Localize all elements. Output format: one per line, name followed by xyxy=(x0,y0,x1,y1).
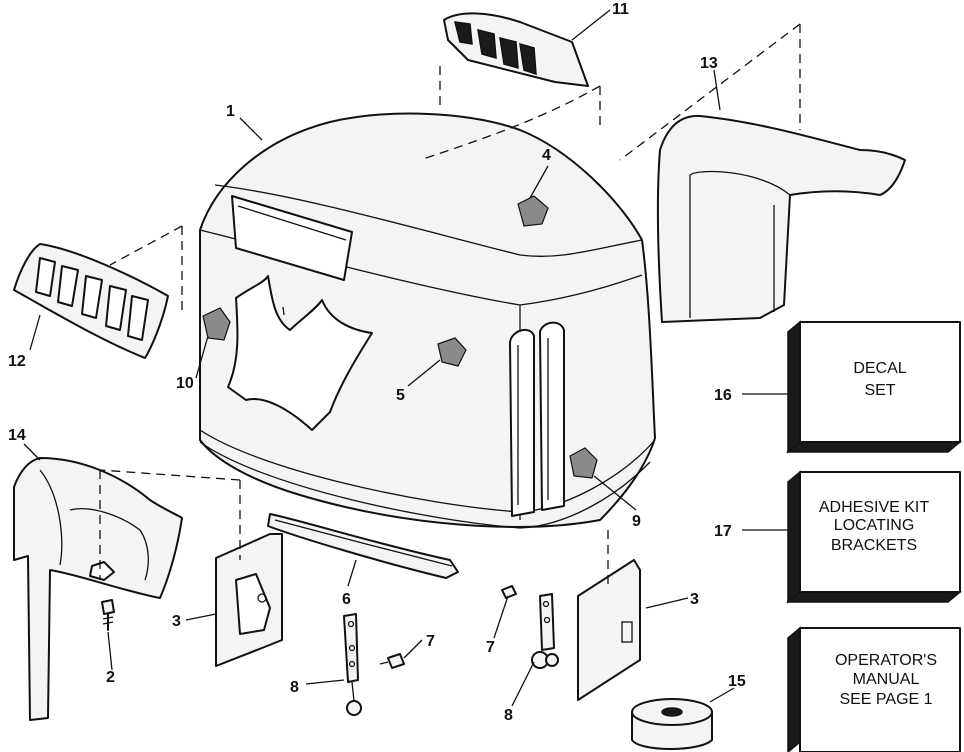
callout-1: 1 xyxy=(226,103,235,120)
manual-box-line-2: MANUAL xyxy=(853,671,920,688)
callout-3-right: 3 xyxy=(690,591,699,608)
felt-pad-5 xyxy=(437,337,467,367)
callout-9: 9 xyxy=(632,513,641,530)
adhesive-box-line-1: ADHESIVE KIT xyxy=(819,499,929,516)
callout-16: 16 xyxy=(714,387,732,404)
screw-part-7-left xyxy=(379,653,405,669)
rear-cover-part-13 xyxy=(656,114,906,323)
callout-10: 10 xyxy=(176,375,194,392)
round-pad-part-15 xyxy=(631,698,713,750)
callout-8-left: 8 xyxy=(290,679,299,696)
assembly-dashed-lines xyxy=(99,23,801,590)
decal-box-line-1: DECAL xyxy=(853,360,906,377)
callout-11: 11 xyxy=(612,1,629,18)
adhesive-kit-box: ADHESIVE KIT LOCATING BRACKETS xyxy=(785,470,963,604)
felt-pad-4 xyxy=(517,195,549,227)
intake-grille-part-11 xyxy=(443,12,589,87)
callout-2: 2 xyxy=(106,669,115,686)
adhesive-box-line-2: LOCATING xyxy=(834,517,915,534)
leader-lines xyxy=(23,9,788,707)
callout-7-right: 7 xyxy=(486,639,495,656)
callout-14: 14 xyxy=(8,427,26,444)
callout-12: 12 xyxy=(8,353,26,370)
screw-part-7-right xyxy=(501,585,517,609)
callout-15: 15 xyxy=(728,673,746,690)
decal-set-box: DECAL SET xyxy=(785,320,963,454)
seal-strip-part-6 xyxy=(267,513,459,579)
lower-cover-part-14 xyxy=(13,457,183,721)
screw-part-2 xyxy=(101,599,115,631)
engine-cover-part-1 xyxy=(199,112,656,529)
callout-numbers: 1 11 13 4 5 10 12 9 14 3 2 6 7 7 8 8 3 1… xyxy=(8,1,746,724)
felt-pad-10 xyxy=(202,307,231,341)
callout-13: 13 xyxy=(700,55,718,72)
operators-manual-box: OPERATOR'S MANUAL SEE PAGE 1 xyxy=(787,626,961,752)
manual-box-line-1: OPERATOR'S xyxy=(835,652,937,669)
felt-pad-9 xyxy=(569,447,598,479)
callout-5: 5 xyxy=(396,387,405,404)
callout-6: 6 xyxy=(342,591,351,608)
callout-4: 4 xyxy=(542,147,551,164)
callout-17: 17 xyxy=(714,523,732,540)
bracket-plate-part-3-left xyxy=(215,533,283,667)
callout-7-left: 7 xyxy=(426,633,435,650)
decal-box-line-2: SET xyxy=(864,382,895,399)
callout-3-left: 3 xyxy=(172,613,181,630)
manual-box-line-3: SEE PAGE 1 xyxy=(839,691,932,708)
callout-8-right: 8 xyxy=(504,707,513,724)
latch-bracket-part-8-left xyxy=(343,613,362,716)
side-grille-part-12 xyxy=(13,243,169,359)
adhesive-box-line-3: BRACKETS xyxy=(831,537,917,554)
latch-bracket-part-8-right xyxy=(531,593,559,669)
bracket-plate-part-3-right xyxy=(577,559,641,701)
